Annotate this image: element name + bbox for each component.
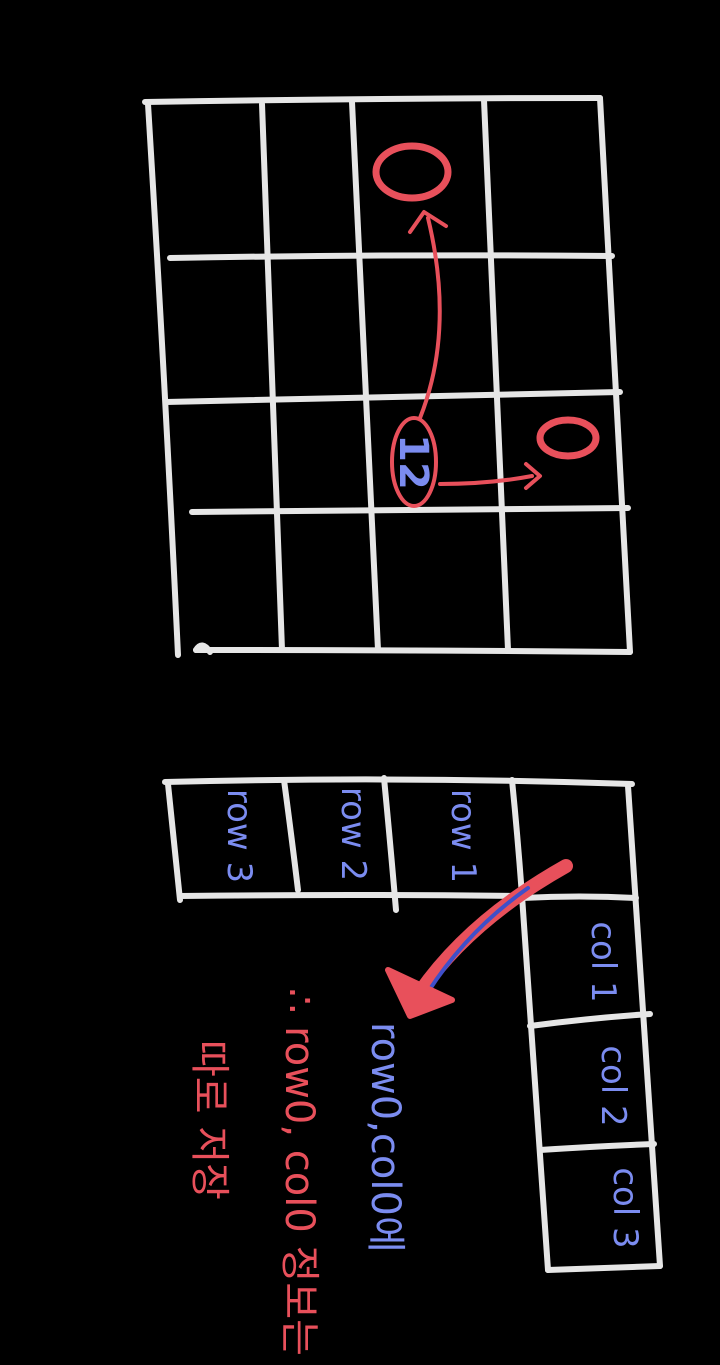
matrix-grid	[142, 95, 633, 658]
arrow-to-top-zero	[418, 216, 442, 420]
top-zero-mark	[372, 142, 452, 202]
arrow-head-right	[524, 462, 542, 490]
row-divider-2	[381, 775, 399, 913]
col-label-3: col 3	[605, 1167, 645, 1248]
corner-arrow-inner	[426, 886, 530, 994]
grid-annotations: 0 0 12	[372, 142, 600, 508]
arrow-head-top	[408, 210, 448, 234]
col-strip-right	[625, 783, 663, 1269]
grid-hline-2	[163, 389, 623, 405]
col-divider-1	[519, 893, 639, 901]
grid-vline-3	[481, 97, 511, 653]
row-strip-top	[162, 776, 635, 787]
note-line-3: 따로 저장	[186, 1040, 232, 1200]
row-label-2: row 2	[333, 787, 373, 881]
grid-vline-1	[259, 101, 285, 653]
grid-border-bottom	[193, 647, 633, 655]
row-col-table: row 1 row 2 row 3 col 1 col 2 col 3	[162, 775, 663, 1273]
cell-value-12: 12	[390, 434, 436, 490]
col-label-1: col 1	[583, 921, 623, 1002]
row-strip-left	[165, 781, 183, 903]
grid-border-top	[142, 95, 603, 105]
arrow-to-right-zero	[438, 474, 534, 486]
right-zero-mark	[536, 416, 600, 460]
row-strip-bottom	[177, 892, 525, 899]
corner-arrow-head	[385, 967, 455, 1019]
grid-border-left	[145, 101, 181, 658]
col-divider-2	[527, 1011, 653, 1029]
note-line-1: row0,col0에	[362, 1022, 408, 1253]
notes: row0,col0에 ∴ row0, col0 정보는 따로 저장	[186, 988, 408, 1356]
grid-hline-3	[189, 505, 631, 515]
col-strip-left	[519, 893, 551, 1273]
row-divider-1	[281, 777, 301, 893]
row-label-3: row 3	[219, 789, 259, 883]
row-divider-3	[509, 777, 525, 899]
note-line-2: ∴ row0, col0 정보는	[276, 988, 322, 1356]
grid-border-right	[597, 95, 633, 655]
col-label-2: col 2	[593, 1045, 633, 1126]
col-divider-3	[537, 1141, 657, 1153]
col-strip-bottom	[545, 1263, 663, 1273]
grid-vline-2	[349, 99, 381, 653]
circled-cell	[390, 416, 438, 508]
grid-hline-1	[167, 252, 615, 261]
row-label-1: row 1	[443, 789, 483, 883]
grid-corner-tick	[193, 642, 213, 655]
